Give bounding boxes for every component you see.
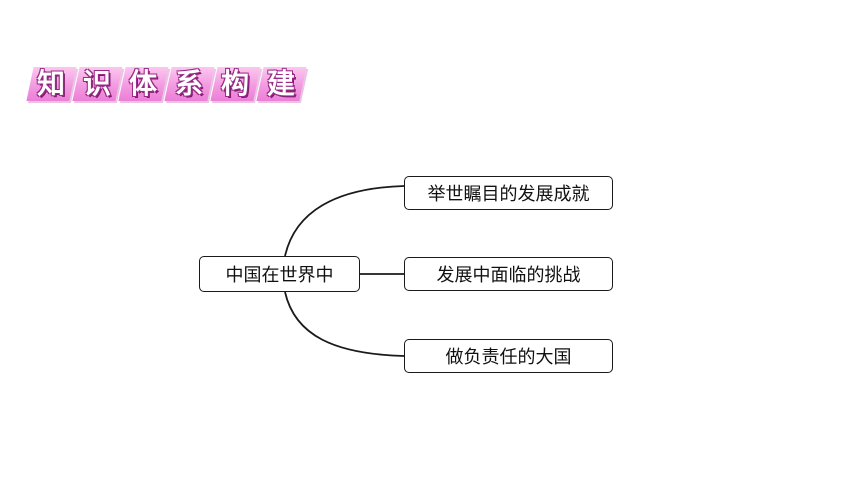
branch-node-challenges: 发展中面临的挑战 — [404, 257, 613, 291]
connector-top-branch — [284, 185, 405, 257]
root-node: 中国在世界中 — [199, 256, 360, 292]
branch-node-achievements: 举世瞩目的发展成就 — [404, 176, 613, 210]
branch-node-responsibility: 做负责任的大国 — [404, 339, 613, 373]
connector-bottom-branch — [284, 291, 405, 357]
